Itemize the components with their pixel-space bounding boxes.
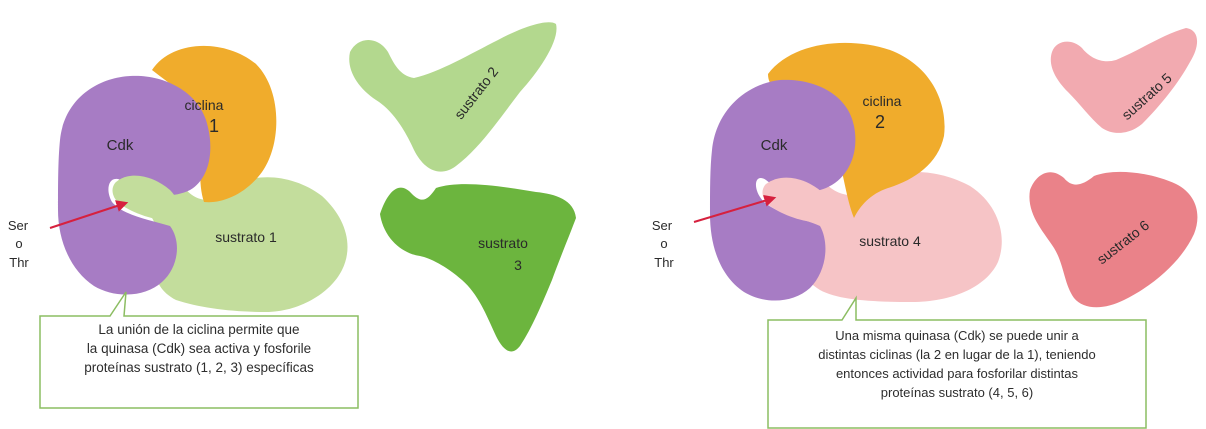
left-sustrato-3-number: 3 [514, 257, 522, 273]
left-ciclina-number: 1 [209, 116, 219, 136]
left-cdk-label: Cdk [107, 137, 134, 154]
right-site-thr: Thr [654, 255, 674, 270]
left-sustrato-2-shape [349, 22, 556, 171]
right-caption-text: Una misma quinasa (Cdk) se puede unir a … [770, 326, 1144, 402]
left-site-ser: Ser [8, 218, 29, 233]
right-caption-line: Una misma quinasa (Cdk) se puede unir a [770, 326, 1144, 345]
right-cdk-label: Cdk [761, 137, 788, 154]
left-sustrato-3-word: sustrato [478, 235, 528, 251]
right-ciclina-number: 2 [875, 112, 885, 132]
right-sustrato-4-label: sustrato 4 [859, 233, 921, 249]
left-sustrato-3-shape [380, 184, 576, 351]
left-caption-line: La unión de la ciclina permite que [42, 320, 356, 339]
right-site-o: o [660, 236, 667, 251]
left-sustrato-1-label: sustrato 1 [215, 229, 277, 245]
right-caption-line: distintas ciclinas (la 2 en lugar de la … [770, 345, 1144, 364]
left-ciclina-word: ciclina [185, 97, 224, 113]
right-ciclina-word: ciclina [863, 93, 902, 109]
right-caption-line: entonces actividad para fosforilar disti… [770, 364, 1144, 383]
left-caption-line: proteínas sustrato (1, 2, 3) específicas [42, 358, 356, 377]
right-site-ser: Ser [652, 218, 673, 233]
right-caption-line: proteínas sustrato (4, 5, 6) [770, 383, 1144, 402]
left-site-o: o [15, 236, 22, 251]
left-caption-line: la quinasa (Cdk) sea activa y fosforile [42, 339, 356, 358]
left-site-thr: Thr [9, 255, 29, 270]
left-caption-text: La unión de la ciclina permite que la qu… [42, 320, 356, 377]
